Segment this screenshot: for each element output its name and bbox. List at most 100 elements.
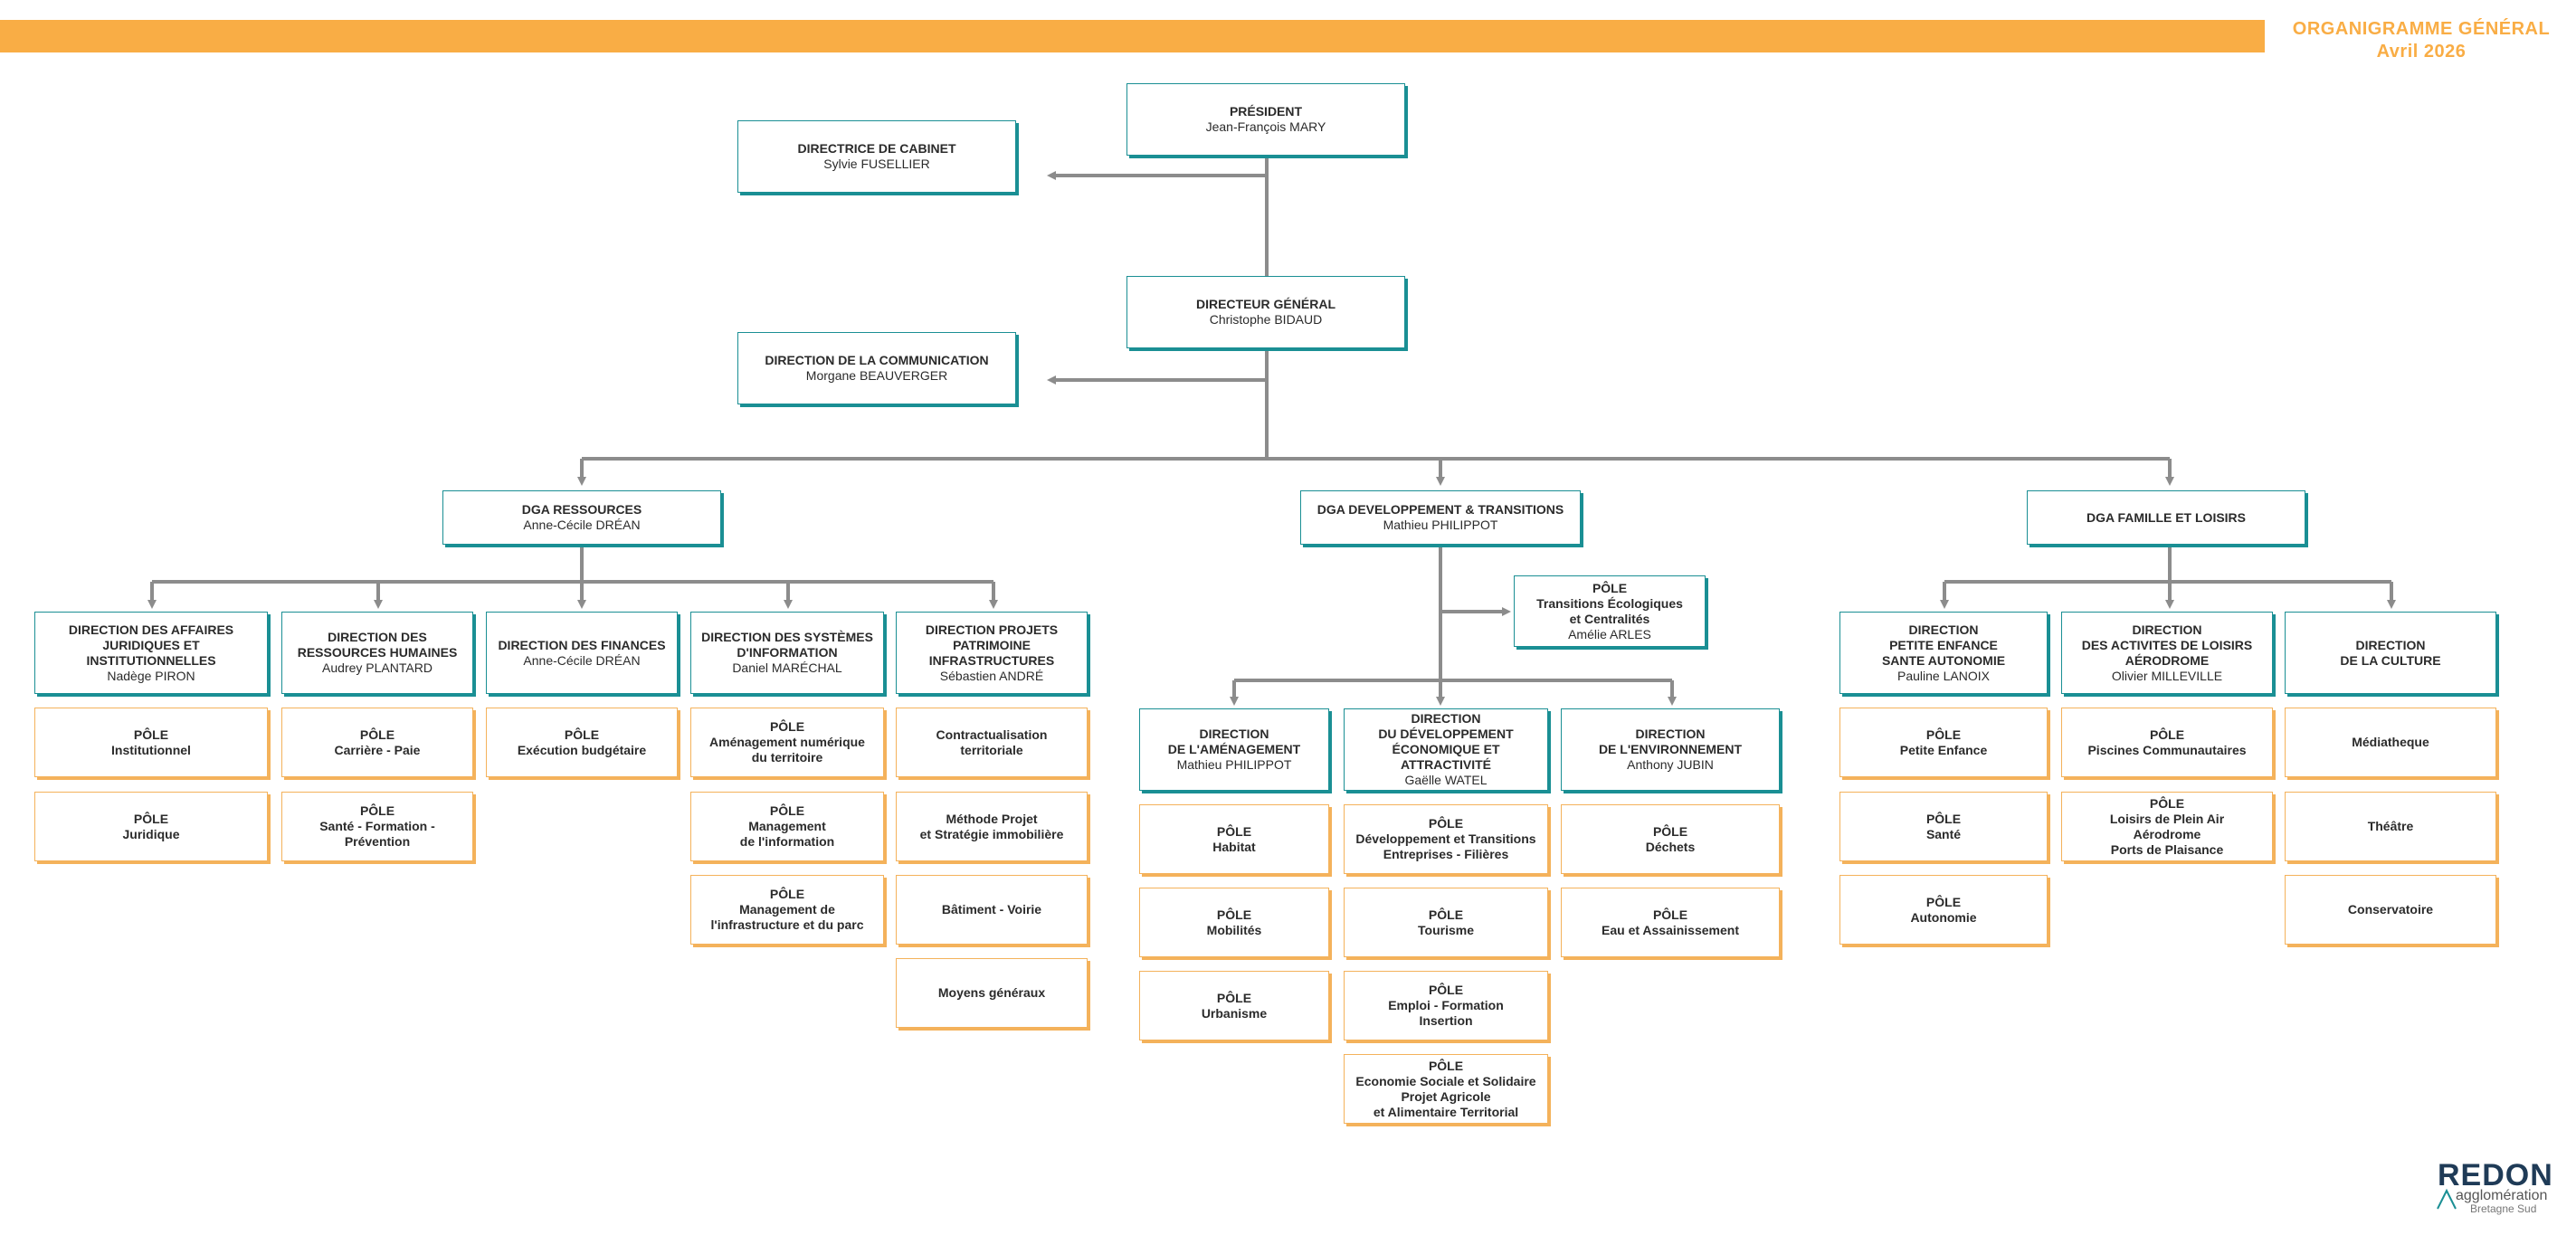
direction-title: DIRECTION PETITE ENFANCE SANTE AUTONOMIE: [1881, 622, 2006, 668]
pole-box: PÔLE Loisirs de Plein Air Aérodrome Port…: [2061, 792, 2273, 861]
pole-label: PÔLE Déchets: [1645, 823, 1696, 854]
president-title: PRÉSIDENT: [1229, 104, 1303, 119]
direction-name: Olivier MILLEVILLE: [2111, 668, 2223, 683]
pole-box: PÔLE Urbanisme: [1139, 971, 1329, 1040]
pole-label: PÔLE Habitat: [1212, 823, 1256, 854]
pole-box: PÔLE Santé: [1839, 792, 2048, 861]
pole-label: PÔLE Santé: [1925, 811, 1962, 841]
pole-label: Contractualisation territoriale: [936, 727, 1048, 757]
redon-agglomeration-logo: REDON agglomération Bretagne Sud: [2437, 1158, 2553, 1215]
direction-name: Daniel MARÉCHAL: [732, 660, 842, 675]
direction-title: DIRECTION DES FINANCES: [498, 637, 666, 652]
pole-label: Théâtre: [2367, 819, 2414, 833]
cabinet-title: DIRECTRICE DE CABINET: [797, 141, 956, 156]
pole-box: Bâtiment - Voirie: [896, 875, 1088, 945]
direction-amenagement: DIRECTION DE L'AMÉNAGEMENT Mathieu PHILI…: [1139, 708, 1329, 791]
president-box: PRÉSIDENT Jean-François MARY: [1126, 83, 1405, 156]
direction-title: DIRECTION DE LA CULTURE: [2340, 637, 2441, 668]
pole-label: PÔLE Eau et Assainissement: [1602, 907, 1739, 937]
pole-label: PÔLE Management de l'infrastructure et d…: [710, 887, 864, 932]
pole-box: PÔLE Institutionnel: [34, 708, 268, 777]
pole-transitions-name: Amélie ARLES: [1568, 626, 1651, 641]
direction-title: DIRECTION DES ACTIVITES DE LOISIRS AÉROD…: [2081, 622, 2253, 668]
pole-label: PÔLE Aménagement numérique du territoire: [709, 719, 865, 765]
pole-label: PÔLE Autonomie: [1910, 894, 1977, 925]
direction-culture: DIRECTION DE LA CULTURE: [2285, 612, 2496, 694]
direction-affaires-juridiques: DIRECTION DES AFFAIRES JURIDIQUES ET INS…: [34, 612, 268, 694]
pole-box: PÔLE Carrière - Paie: [281, 708, 473, 777]
dga-developpement-name: Mathieu PHILIPPOT: [1383, 518, 1498, 532]
dga-ressources-name: Anne-Cécile DRÉAN: [523, 518, 641, 532]
svg-text:agglomération: agglomération: [2456, 1188, 2547, 1203]
dg-box: DIRECTEUR GÉNÉRAL Christophe BIDAUD: [1126, 276, 1405, 348]
direction-name: Mathieu PHILIPPOT: [1176, 757, 1292, 772]
dga-ressources-title: DGA RESSOURCES: [521, 502, 642, 517]
chart-date: Avril 2026: [2376, 42, 2467, 62]
pole-label: PÔLE Piscines Communautaires: [2087, 727, 2247, 757]
direction-name: Anthony JUBIN: [1627, 757, 1714, 772]
header-bar: [0, 20, 2265, 52]
cabinet-name: Sylvie FUSELLIER: [823, 157, 930, 171]
direction-title: DIRECTION DE L'AMÉNAGEMENT: [1167, 727, 1301, 756]
communication-title: DIRECTION DE LA COMMUNICATION: [765, 353, 989, 367]
pole-transitions-title: PÔLE Transitions Écologiques et Centrali…: [1536, 580, 1683, 626]
pole-label: PÔLE Petite Enfance: [1899, 727, 1988, 757]
direction-developpement-economique: DIRECTION DU DÉVELOPPEMENT ÉCONOMIQUE ET…: [1344, 708, 1548, 791]
direction-petite-enfance: DIRECTION PETITE ENFANCE SANTE AUTONOMIE…: [1839, 612, 2048, 694]
pole-box: Méthode Projet et Stratégie immobilière: [896, 792, 1088, 861]
direction-name: Anne-Cécile DRÉAN: [523, 652, 641, 668]
pole-box: Théâtre: [2285, 792, 2496, 861]
pole-label: Conservatoire: [2347, 902, 2434, 917]
pole-box: PÔLE Santé - Formation - Prévention: [281, 792, 473, 861]
direction-ressources-humaines: DIRECTION DES RESSOURCES HUMAINES Audrey…: [281, 612, 473, 694]
pole-label: PÔLE Développement et Transitions Entrep…: [1355, 816, 1536, 861]
svg-text:Bretagne Sud: Bretagne Sud: [2470, 1202, 2536, 1215]
pole-label: Médiatheque: [2352, 735, 2429, 749]
pole-transitions-ecologiques: PÔLE Transitions Écologiques et Centrali…: [1514, 575, 1706, 647]
pole-box: Moyens généraux: [896, 958, 1088, 1028]
direction-systemes-information: DIRECTION DES SYSTÈMES D'INFORMATION Dan…: [690, 612, 884, 694]
pole-box: PÔLE Eau et Assainissement: [1561, 888, 1780, 957]
direction-name: Nadège PIRON: [107, 668, 195, 683]
direction-environnement: DIRECTION DE L'ENVIRONNEMENT Anthony JUB…: [1561, 708, 1780, 791]
pole-box: PÔLE Management de l'information: [690, 792, 884, 861]
pole-box: PÔLE Petite Enfance: [1839, 708, 2048, 777]
pole-box: PÔLE Mobilités: [1139, 888, 1329, 957]
direction-title: DIRECTION DES SYSTÈMES D'INFORMATION: [701, 630, 873, 660]
pole-box: PÔLE Emploi - Formation Insertion: [1344, 971, 1548, 1040]
pole-label: PÔLE Loisirs de Plein Air Aérodrome Port…: [2109, 795, 2225, 857]
direction-title: DIRECTION DES AFFAIRES JURIDIQUES ET INS…: [68, 622, 234, 668]
direction-name: Audrey PLANTARD: [322, 660, 433, 675]
direction-finances: DIRECTION DES FINANCES Anne-Cécile DRÉAN: [486, 612, 678, 694]
communication-box: DIRECTION DE LA COMMUNICATION Morgane BE…: [737, 332, 1016, 404]
direction-title: DIRECTION DE L'ENVIRONNEMENT: [1598, 727, 1743, 756]
chart-title-text: ORGANIGRAMME GÉNÉRAL: [2292, 19, 2551, 39]
pole-box: PÔLE Piscines Communautaires: [2061, 708, 2273, 777]
communication-name: Morgane BEAUVERGER: [805, 368, 948, 383]
president-name: Jean-François MARY: [1205, 119, 1326, 134]
dga-famille-title: DGA FAMILLE ET LOISIRS: [2086, 509, 2247, 525]
pole-label: PÔLE Juridique: [122, 811, 180, 841]
svg-text:REDON: REDON: [2438, 1158, 2553, 1192]
direction-projets-patrimoine: DIRECTION PROJETS PATRIMOINE INFRASTRUCT…: [896, 612, 1088, 694]
direction-activites-loisirs: DIRECTION DES ACTIVITES DE LOISIRS AÉROD…: [2061, 612, 2273, 694]
pole-label: Méthode Projet et Stratégie immobilière: [919, 811, 1064, 841]
pole-box: Contractualisation territoriale: [896, 708, 1088, 777]
pole-label: PÔLE Exécution budgétaire: [517, 727, 647, 757]
pole-box: Médiatheque: [2285, 708, 2496, 777]
dg-name: Christophe BIDAUD: [1209, 312, 1323, 327]
pole-label: PÔLE Economie Sociale et Solidaire Proje…: [1355, 1058, 1536, 1119]
pole-box: PÔLE Aménagement numérique du territoire: [690, 708, 884, 777]
pole-box: PÔLE Juridique: [34, 792, 268, 861]
pole-box: PÔLE Déchets: [1561, 804, 1780, 874]
pole-box: PÔLE Exécution budgétaire: [486, 708, 678, 777]
pole-label: PÔLE Urbanisme: [1201, 990, 1268, 1021]
direction-title: DIRECTION DES RESSOURCES HUMAINES: [297, 630, 458, 660]
pole-label: PÔLE Management de l'information: [739, 803, 835, 849]
pole-box: PÔLE Développement et Transitions Entrep…: [1344, 804, 1548, 874]
direction-name: Pauline LANOIX: [1897, 668, 1990, 683]
dga-developpement-title: DGA DEVELOPPEMENT & TRANSITIONS: [1317, 502, 1564, 517]
pole-label: PÔLE Emploi - Formation Insertion: [1388, 983, 1504, 1028]
chart-title: ORGANIGRAMME GÉNÉRAL Avril 2026: [2272, 18, 2571, 63]
